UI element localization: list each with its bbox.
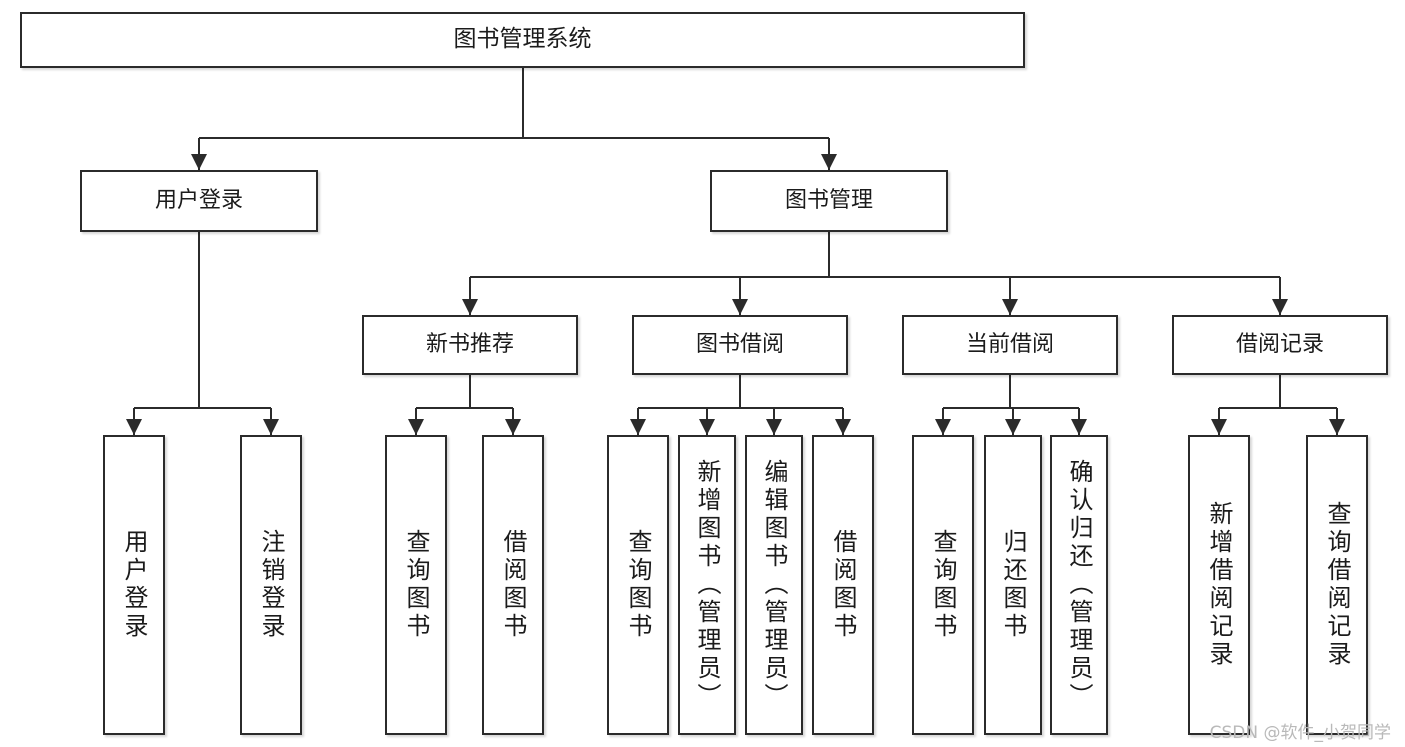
connector-books-branch	[739, 277, 741, 315]
node-level3-3[interactable]: 借阅记录	[1172, 315, 1388, 375]
node-leaf-9[interactable]: 归还图书	[984, 435, 1042, 735]
connector-books-branch	[1009, 277, 1011, 315]
arrowhead-icon	[191, 154, 207, 170]
node-root[interactable]: 图书管理系统	[20, 12, 1025, 68]
arrowhead-icon	[1329, 419, 1345, 435]
node-level3-2[interactable]: 当前借阅	[902, 315, 1118, 375]
node-leaf-9-label: 归还图书	[999, 529, 1027, 641]
arrowhead-icon	[462, 299, 478, 315]
arrowhead-icon	[1071, 419, 1087, 435]
arrowhead-icon	[821, 154, 837, 170]
node-leaf-11[interactable]: 新增借阅记录	[1188, 435, 1250, 735]
node-level3-1-label: 图书借阅	[695, 332, 784, 358]
connector-root-stem	[521, 68, 524, 138]
node-leaf-12[interactable]: 查询借阅记录	[1306, 435, 1368, 735]
arrowhead-icon	[835, 419, 851, 435]
connector-group-bus	[638, 407, 843, 409]
connector-group-stem	[739, 375, 741, 408]
connector-books-stem	[828, 232, 830, 277]
node-leaf-8-label: 查询图书	[929, 529, 957, 641]
node-leaf-6[interactable]: 编辑图书（管理员）	[745, 435, 803, 735]
arrowhead-icon	[1005, 419, 1021, 435]
node-level3-1[interactable]: 图书借阅	[632, 315, 848, 375]
node-leaf-2[interactable]: 查询图书	[385, 435, 447, 735]
node-leaf-5-label: 新增图书（管理员）	[693, 459, 721, 711]
node-level3-2-label: 当前借阅	[965, 332, 1054, 358]
arrowhead-icon	[408, 419, 424, 435]
arrowhead-icon	[263, 419, 279, 435]
node-level2-1[interactable]: 图书管理	[710, 170, 948, 232]
connector-group-stem	[469, 375, 471, 408]
node-leaf-3-label: 借阅图书	[499, 529, 527, 641]
connector-login-bus	[134, 407, 271, 409]
node-leaf-10[interactable]: 确认归还（管理员）	[1050, 435, 1108, 735]
node-leaf-12-label: 查询借阅记录	[1323, 501, 1351, 669]
connector-books-branch	[1279, 277, 1281, 315]
node-leaf-7-label: 借阅图书	[829, 529, 857, 641]
node-leaf-10-label: 确认归还（管理员）	[1065, 459, 1093, 711]
node-leaf-0-label: 用户登录	[120, 529, 148, 641]
connector-group-bus	[1219, 407, 1337, 409]
node-leaf-7[interactable]: 借阅图书	[812, 435, 874, 735]
node-leaf-8[interactable]: 查询图书	[912, 435, 974, 735]
arrowhead-icon	[505, 419, 521, 435]
arrowhead-icon	[1211, 419, 1227, 435]
node-leaf-2-label: 查询图书	[402, 529, 430, 641]
node-leaf-1-label: 注销登录	[257, 529, 285, 641]
node-root-label: 图书管理系统	[453, 26, 592, 53]
arrowhead-icon	[126, 419, 142, 435]
arrowhead-icon	[732, 299, 748, 315]
node-level3-0-label: 新书推荐	[425, 332, 514, 358]
connector-group-stem	[1279, 375, 1281, 408]
connector-group-bus	[416, 407, 513, 409]
node-level3-0[interactable]: 新书推荐	[362, 315, 578, 375]
node-leaf-1[interactable]: 注销登录	[240, 435, 302, 735]
node-level2-1-label: 图书管理	[784, 188, 873, 214]
arrowhead-icon	[1002, 299, 1018, 315]
node-level2-0[interactable]: 用户登录	[80, 170, 318, 232]
node-leaf-6-label: 编辑图书（管理员）	[760, 459, 788, 711]
arrowhead-icon	[630, 419, 646, 435]
node-leaf-11-label: 新增借阅记录	[1205, 501, 1233, 669]
arrowhead-icon	[1272, 299, 1288, 315]
connector-books-branch	[469, 277, 471, 315]
connector-root-bus	[199, 137, 829, 139]
node-leaf-5[interactable]: 新增图书（管理员）	[678, 435, 736, 735]
watermark: CSDN @软件_小贺同学	[1209, 723, 1391, 743]
arrowhead-icon	[766, 419, 782, 435]
node-level3-3-label: 借阅记录	[1235, 332, 1324, 358]
arrowhead-icon	[935, 419, 951, 435]
node-leaf-0[interactable]: 用户登录	[103, 435, 165, 735]
connector-login-stem	[198, 232, 200, 408]
connector-group-bus	[943, 407, 1079, 409]
node-leaf-4-label: 查询图书	[624, 529, 652, 641]
node-level2-0-label: 用户登录	[154, 188, 243, 214]
node-leaf-4[interactable]: 查询图书	[607, 435, 669, 735]
node-leaf-3[interactable]: 借阅图书	[482, 435, 544, 735]
arrowhead-icon	[699, 419, 715, 435]
connector-books-bus	[470, 276, 1280, 278]
connector-group-stem	[1009, 375, 1011, 408]
